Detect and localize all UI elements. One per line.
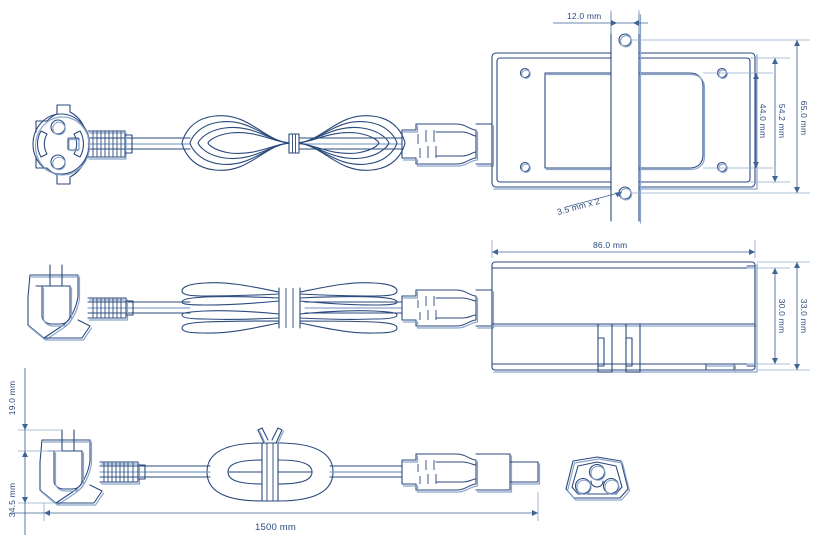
schuko-plug-face <box>32 104 133 185</box>
dimensions-top-view: 12.0 mm 3.5 mm x 2 44.0 mm 54.2 mm <box>553 10 810 217</box>
dimensions-side-view: 86.0 mm 30.0 mm 33.0 mm <box>491 240 810 371</box>
dim-depth-inner: 30.0 mm <box>777 299 787 333</box>
schuko-plug-side <box>27 264 134 341</box>
cable-run-top <box>87 137 403 150</box>
iec-c5-connector-top <box>401 123 495 167</box>
dim-cord-length: 1500 mm <box>255 522 296 533</box>
cable-bundle-tied <box>149 427 403 502</box>
dim-depth-outer: 33.0 mm <box>799 299 809 333</box>
dimensions-front-view: 19.0 mm 34.5 mm 1500 mm <box>7 368 539 535</box>
c5-cloverleaf-face <box>565 456 631 501</box>
dim-bracket-width: 12.0 mm <box>567 11 601 21</box>
dim-plug-height-bottom: 34.5 mm <box>7 483 17 517</box>
adapter-body-side <box>491 261 758 373</box>
view-top: 12.0 mm 3.5 mm x 2 44.0 mm 54.2 mm <box>32 10 810 224</box>
dim-body-height: 54.2 mm <box>777 104 787 138</box>
cable-bundle-bowtie <box>181 115 406 171</box>
view-front: 19.0 mm 34.5 mm 1500 mm <box>7 368 631 535</box>
dim-plug-height-top: 19.0 mm <box>7 381 17 415</box>
dim-body-length: 86.0 mm <box>593 240 627 250</box>
dim-mount-hole: 3.5 mm x 2 <box>556 196 601 217</box>
view-side: 86.0 mm 30.0 mm 33.0 mm <box>27 240 810 373</box>
adapter-body-top <box>491 12 758 224</box>
cable-bundle-side <box>181 282 398 334</box>
dim-bracket-height: 65.0 mm <box>799 101 809 135</box>
dim-inner-height: 44.0 mm <box>758 104 768 138</box>
iec-c5-connector-front <box>401 453 541 493</box>
schuko-plug-front <box>39 429 146 506</box>
iec-c5-connector-side <box>401 289 495 329</box>
